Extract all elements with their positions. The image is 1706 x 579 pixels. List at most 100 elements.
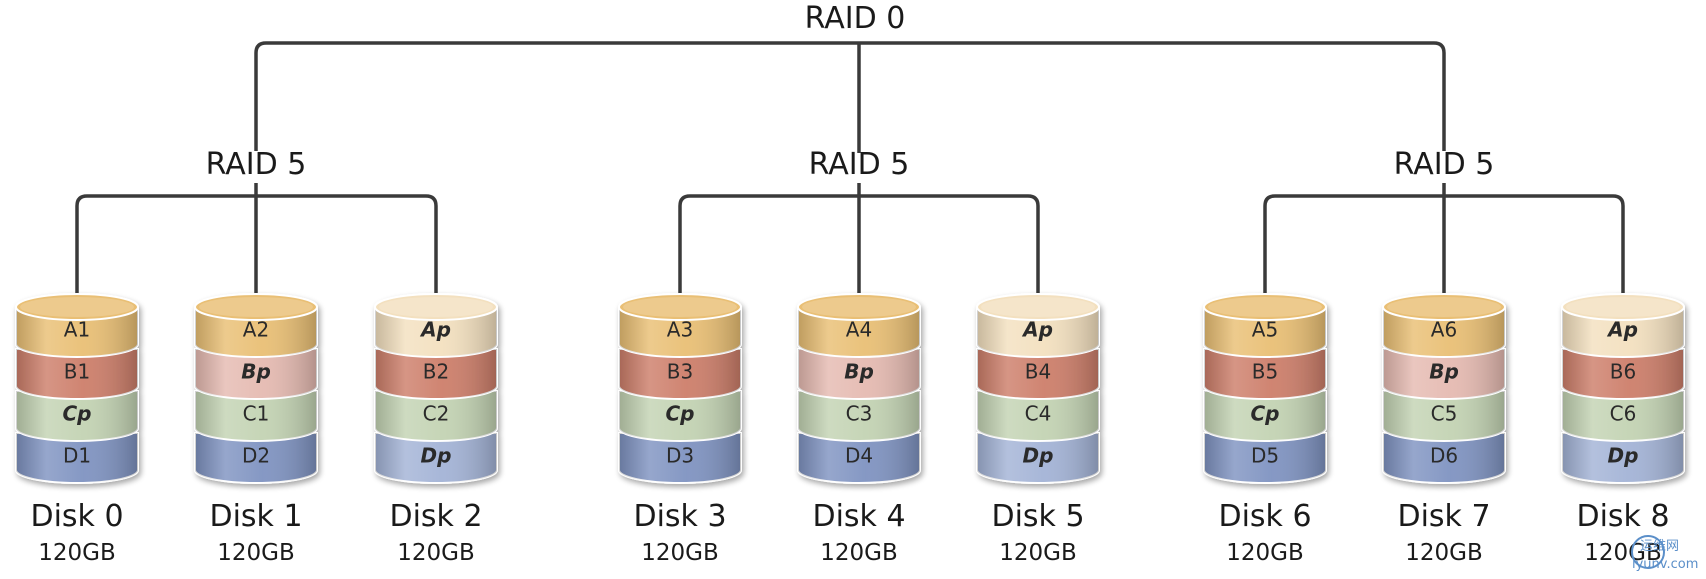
disk-top-highlight <box>802 297 916 317</box>
segment-label: Bp <box>1429 360 1459 384</box>
segment-label: A4 <box>846 318 872 342</box>
raid0-connector <box>254 41 1446 151</box>
segment-label: D5 <box>1251 444 1279 468</box>
raid5-group-1-title: RAID 5 <box>206 147 307 182</box>
segment-label: B3 <box>667 360 693 384</box>
disk-8-segment-c6: C6 <box>1561 390 1685 442</box>
segment-sheen <box>1383 307 1505 357</box>
segment-sheen <box>1204 391 1326 441</box>
disk-size: 120GB <box>1226 540 1304 566</box>
segment-sheen <box>1383 349 1505 399</box>
segment-label: C1 <box>243 402 270 426</box>
segment-sheen <box>1204 433 1326 483</box>
segment-label: D6 <box>1430 444 1458 468</box>
segment-label: A1 <box>64 318 90 342</box>
disk-name: Disk 1 <box>209 499 302 534</box>
segment-sheen <box>195 349 317 399</box>
segment-label: A5 <box>1252 318 1278 342</box>
segment-sheen <box>1383 391 1505 441</box>
segment-label: Ap <box>1606 318 1638 342</box>
segment-label: C3 <box>846 402 873 426</box>
segment-label: B6 <box>1610 360 1636 384</box>
segment-sheen <box>977 349 1099 399</box>
disk-6-segment-a5: A5 <box>1203 306 1327 358</box>
disk-0-segment-d1: D1 <box>15 432 139 484</box>
disk-3: D3 Cp B3 A3 <box>618 293 742 484</box>
segment-sheen <box>977 433 1099 483</box>
watermark: 运维网 iyunv.com <box>1631 535 1698 572</box>
disk-name: Disk 6 <box>1218 499 1311 534</box>
disk-1-segment-d2: D2 <box>194 432 318 484</box>
segment-label: Ap <box>419 318 451 342</box>
segment-label: D4 <box>845 444 873 468</box>
connector-lines <box>75 41 1625 308</box>
segment-sheen <box>195 433 317 483</box>
segment-sheen <box>1204 307 1326 357</box>
watermark-logo-icon <box>1631 535 1665 569</box>
segment-label: A6 <box>1431 318 1457 342</box>
disk-3-segment-d3: D3 <box>618 432 742 484</box>
disk-3-segment-b3: B3 <box>618 348 742 400</box>
disk-4-segment-c3: C3 <box>797 390 921 442</box>
segment-sheen <box>1562 349 1684 399</box>
disk-size: 120GB <box>217 540 295 566</box>
disk-top-highlight <box>623 297 737 317</box>
disk-size: 120GB <box>641 540 719 566</box>
disk-7: D6 C5 Bp A6 <box>1382 293 1506 484</box>
disk-size: 120GB <box>999 540 1077 566</box>
disk-4-segment-bp: Bp <box>797 348 921 400</box>
disk-5-segment-dp: Dp <box>976 432 1100 484</box>
disk-7-segment-a6: A6 <box>1382 306 1506 358</box>
segment-sheen <box>619 391 741 441</box>
disk-6-segment-cp: Cp <box>1203 390 1327 442</box>
segment-sheen <box>1562 433 1684 483</box>
disk-4: D4 C3 Bp A4 <box>797 293 921 484</box>
disk-0-segment-b1: B1 <box>15 348 139 400</box>
segment-label: A3 <box>667 318 693 342</box>
segment-sheen <box>375 349 497 399</box>
disk-5-segment-b4: B4 <box>976 348 1100 400</box>
segment-sheen <box>375 391 497 441</box>
disk-name: Disk 7 <box>1397 499 1490 534</box>
disk-size: 120GB <box>1405 540 1483 566</box>
segment-sheen <box>619 349 741 399</box>
segment-sheen <box>619 433 741 483</box>
segment-label: Ap <box>1021 318 1053 342</box>
segment-label: C4 <box>1025 402 1052 426</box>
disk-top-highlight <box>1566 297 1680 317</box>
segment-label: Bp <box>844 360 874 384</box>
disk-5-segment-c4: C4 <box>976 390 1100 442</box>
segment-sheen <box>619 307 741 357</box>
disk-8-segment-dp: Dp <box>1561 432 1685 484</box>
disk-0-segment-cp: Cp <box>15 390 139 442</box>
segment-label: A2 <box>243 318 269 342</box>
segment-label: Cp <box>666 402 695 426</box>
disk-6-segment-d5: D5 <box>1203 432 1327 484</box>
disk-3-segment-a3: A3 <box>618 306 742 358</box>
disk-top-highlight <box>379 297 493 317</box>
disk-name: Disk 5 <box>991 499 1084 534</box>
segment-sheen <box>798 391 920 441</box>
segment-label: Dp <box>1023 444 1054 468</box>
raid5-group-3-title: RAID 5 <box>1394 147 1495 182</box>
disk-6-segment-b5: B5 <box>1203 348 1327 400</box>
segment-label: C5 <box>1431 402 1458 426</box>
segment-sheen <box>375 307 497 357</box>
segment-sheen <box>16 391 138 441</box>
segment-label: D2 <box>242 444 270 468</box>
segment-sheen <box>1562 307 1684 357</box>
raid0-title: RAID 0 <box>805 1 906 36</box>
disk-size: 120GB <box>1584 540 1662 566</box>
disk-name: Disk 2 <box>389 499 482 534</box>
segment-label: Dp <box>421 444 452 468</box>
segment-sheen <box>16 307 138 357</box>
segment-label: Cp <box>1251 402 1280 426</box>
disk-name: Disk 0 <box>30 499 123 534</box>
segment-label: Cp <box>63 402 92 426</box>
